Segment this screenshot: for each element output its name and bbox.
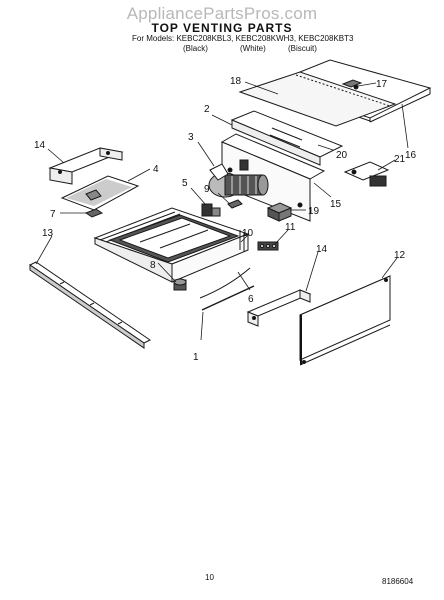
callout-10: 10 (242, 228, 254, 239)
callout-20: 20 (336, 150, 348, 161)
callout-13: 13 (42, 228, 54, 239)
callout-11: 11 (285, 222, 296, 233)
part-13-rail (29, 261, 151, 349)
part-14-bracket-top (48, 147, 124, 185)
leader-lines (35, 81, 409, 341)
part-18-duct (238, 71, 397, 127)
part-main-tray (93, 207, 250, 283)
part-9-connector (227, 199, 243, 209)
callout-8: 8 (150, 260, 156, 271)
callout-12: 12 (394, 250, 406, 261)
part-5-switch (201, 203, 221, 217)
callout-7: 7 (50, 209, 56, 220)
part-17-bracket (341, 79, 363, 90)
part-11-terminal-block (257, 241, 279, 251)
callout-21: 21 (394, 154, 406, 165)
finish-black: (Black) (183, 44, 208, 53)
callout-9: 9 (204, 184, 210, 195)
model-list: For Models: KEBC208KBL3, KEBC208KWH3, KE… (132, 34, 354, 43)
part-21-bracket (343, 161, 390, 187)
callout-3: 3 (188, 132, 194, 143)
part-4-mounting-plate (60, 175, 140, 211)
part-14-bracket-lower (246, 289, 312, 327)
callout-17: 17 (376, 79, 388, 90)
finish-biscuit: (Biscuit) (288, 44, 317, 53)
page-number: 10 (205, 573, 214, 582)
part-19-relay (266, 202, 293, 222)
callout-14-top: 14 (34, 140, 46, 151)
part-12-front-panel (299, 275, 391, 366)
callout-19: 19 (308, 206, 320, 217)
callout-16: 16 (405, 150, 417, 161)
callout-6: 6 (248, 294, 254, 305)
part-7-clip (84, 208, 104, 218)
part-2-vent-channel (230, 110, 344, 166)
callout-4: 4 (153, 164, 159, 175)
callout-2: 2 (204, 104, 210, 115)
callout-18: 18 (230, 76, 242, 87)
callout-5: 5 (182, 178, 188, 189)
part-1-rod (201, 285, 255, 311)
part-8-thermostat (173, 278, 187, 291)
part-6-wire-harness (199, 267, 251, 299)
callouts: 1 2 3 4 5 6 7 8 9 10 11 12 13 14 14 15 1… (34, 76, 417, 363)
diagram-title: TOP VENTING PARTS (151, 21, 293, 35)
callout-15: 15 (330, 199, 342, 210)
finish-white: (White) (240, 44, 266, 53)
part-3-blower-fan (208, 163, 269, 198)
watermark: AppliancePartsPros.com (126, 4, 318, 23)
callout-14-lower: 14 (316, 244, 328, 255)
callout-1: 1 (193, 352, 199, 363)
part-code: 8186604 (382, 577, 414, 586)
part-10-side-bracket (239, 230, 245, 252)
